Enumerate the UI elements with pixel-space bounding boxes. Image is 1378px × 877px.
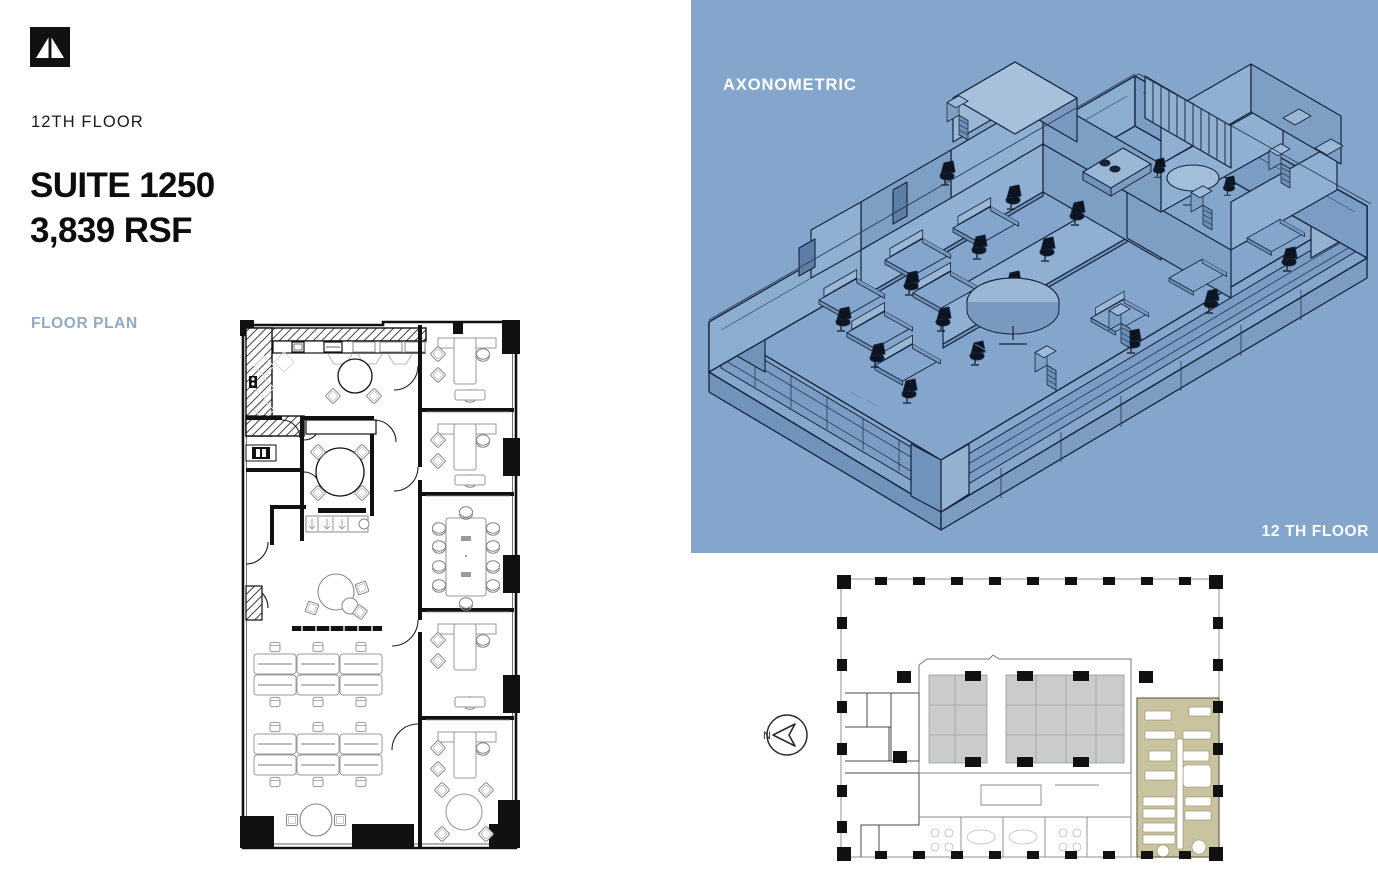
axonometric-drawing (691, 0, 1378, 553)
triangle-peak-logo (30, 27, 70, 67)
floor-eyebrow-label: 12TH FLOOR (31, 113, 144, 131)
page-title: SUITE 1250 3,839 RSF (30, 163, 215, 253)
axonometric-panel: AXONOMETRIC (691, 0, 1378, 553)
axonometric-floor-label: 12 TH FLOOR (1261, 523, 1369, 540)
left-info-panel: 12TH FLOOR SUITE 1250 3,839 RSF FLOOR PL… (30, 27, 520, 852)
axonometric-title: AXONOMETRIC (723, 76, 857, 94)
suite-area-line: 3,839 RSF (30, 211, 193, 250)
floor-plan-section-label: FLOOR PLAN (31, 315, 138, 332)
north-arrow-icon: N (757, 707, 813, 763)
suite-number-line: SUITE 1250 (30, 166, 215, 205)
north-label: N (763, 730, 771, 742)
key-plan-drawing (831, 565, 1231, 865)
key-plan-area: N (691, 553, 1378, 877)
floor-plan-drawing (240, 320, 520, 852)
